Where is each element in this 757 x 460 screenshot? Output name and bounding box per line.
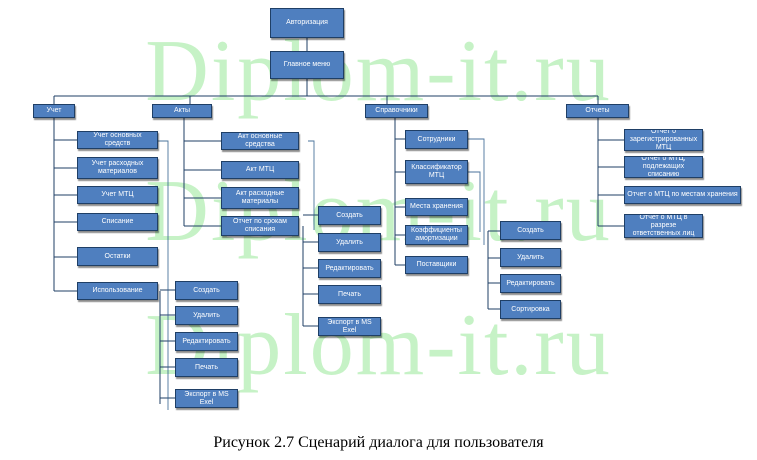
cross-connector <box>158 140 169 410</box>
node-uchet-mtc: Учет МТЦ <box>77 186 158 204</box>
node-export: Экспорт в MS Exel <box>175 389 238 408</box>
node-auth: Авторизация <box>270 8 344 38</box>
node-uchet-rm: Учет расходных материалов <box>77 157 158 179</box>
node-spisanie: Списание <box>77 213 158 231</box>
figure-caption: Рисунок 2.7 Сценарий диалога для пользов… <box>213 434 544 451</box>
node-akty: Акты <box>152 104 212 118</box>
node-sotrudniki: Сотрудники <box>405 130 468 149</box>
node-uchet-os: Учет основных средств <box>77 131 158 149</box>
node-akt-os: Акт основные средства <box>221 132 299 150</box>
node-otchet-zareg: Отчет о зарегистрированных МТЦ <box>624 129 703 151</box>
node-create: Создать <box>318 206 381 225</box>
node-spravochniki: Справочники <box>365 104 428 118</box>
node-create: Создать <box>500 221 561 240</box>
node-otchet-otvetstvennye: Отчет о МТЦ в разрезе ответственных лиц <box>624 214 703 238</box>
node-print: Печать <box>318 285 381 304</box>
connector <box>159 289 175 404</box>
node-create: Создать <box>175 281 238 300</box>
node-print: Печать <box>175 358 238 377</box>
node-delete: Удалить <box>175 306 238 325</box>
node-sort: Сортировка <box>500 300 561 319</box>
node-otchet-mesta: Отчет о МТЦ по местам хранения <box>624 186 741 204</box>
node-edit: Редактировать <box>175 332 238 351</box>
node-export: Экспорт в MS Exel <box>318 317 381 336</box>
connector <box>183 118 221 227</box>
node-klassifikator: Классификатор МТЦ <box>405 160 468 184</box>
watermark-text: Diplom-it.ru <box>145 23 612 120</box>
cross-connector <box>308 140 315 230</box>
node-otchet-srok: Отчет по срокам списания <box>221 216 299 236</box>
node-otchety: Отчеты <box>566 104 629 118</box>
node-otchet-spisanie: Отчет о МТЦ, подлежащих списанию <box>624 156 703 178</box>
node-koefficienty: Коэффициенты амортизации <box>405 225 468 245</box>
connector <box>53 118 77 292</box>
connector <box>53 79 599 104</box>
connector <box>487 230 500 310</box>
connector <box>302 214 318 327</box>
node-delete: Удалить <box>318 233 381 252</box>
connector <box>394 118 405 266</box>
node-uchet: Учет <box>33 104 75 118</box>
node-mesta-hraneniya: Места хранения <box>405 198 468 216</box>
cross-connector <box>468 171 481 232</box>
node-delete: Удалить <box>500 248 561 267</box>
node-main-menu: Главное меню <box>270 51 344 79</box>
node-edit: Редактировать <box>318 259 381 278</box>
node-akt-mtc: Акт МТЦ <box>221 161 299 179</box>
node-ostatki: Остатки <box>77 247 158 266</box>
node-edit: Редактировать <box>500 274 561 293</box>
node-postavshiki: Поставщики <box>405 256 468 274</box>
cross-connector <box>468 138 485 245</box>
node-ispolzovanie: Использование <box>77 282 158 300</box>
connector <box>597 118 624 227</box>
node-akt-rm: Акт расходные материалы <box>221 187 299 209</box>
